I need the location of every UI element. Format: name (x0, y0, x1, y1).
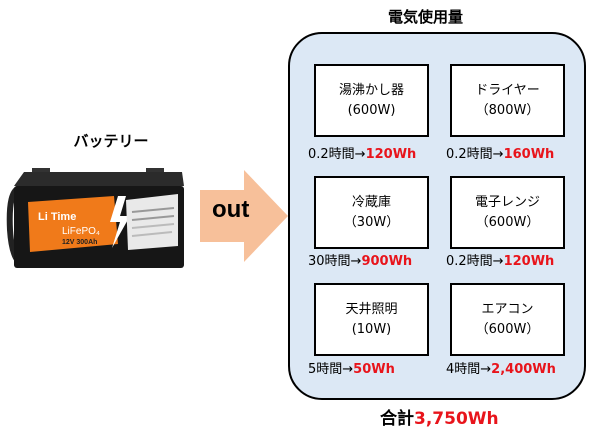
appliance-box: 電子レンジ （600W） (450, 176, 565, 249)
appliance-name: ドライヤー (475, 82, 540, 98)
appliance-box: 天井照明 (10W) (314, 283, 429, 356)
appliance-name: エアコン (481, 301, 534, 317)
appliance-box: 冷蔵庫 （30W） (314, 176, 429, 249)
out-arrow-icon (200, 170, 288, 262)
battery-chemistry: LiFePO₄ (62, 226, 100, 237)
out-label: out (212, 196, 250, 223)
appliance-watts: （600W） (475, 214, 540, 230)
usage-hours: 0.2時間→ (308, 147, 366, 162)
appliance-name: 冷蔵庫 (351, 194, 391, 210)
appliance-name: 電子レンジ (474, 194, 540, 210)
usage-energy: 50Wh (353, 362, 395, 377)
battery-label: バッテリー (73, 132, 149, 150)
usage-energy: 2,400Wh (491, 362, 556, 377)
usage-hours: 5時間→ (308, 362, 354, 377)
appliance-watts: (600W) (347, 102, 396, 118)
battery-spec: 12V 300Ah (62, 239, 97, 246)
appliance-watts: (10W) (351, 321, 392, 337)
battery-image: Li Time LiFePO₄ 12V 300Ah (6, 168, 184, 268)
total-label: 合計 (380, 409, 414, 429)
appliance-usage: 4時間→2,400Wh (446, 358, 556, 377)
appliance-box: 湯沸かし器 (600W) (314, 64, 429, 137)
usage-energy: 120Wh (365, 147, 417, 162)
panel-title: 電気使用量 (388, 8, 464, 26)
usage-hours: 4時間→ (446, 362, 492, 377)
appliance-usage: 0.2時間→120Wh (446, 250, 554, 269)
appliance-name: 天井照明 (345, 301, 398, 317)
battery-brand: Li Time (38, 211, 76, 223)
appliance-name: 湯沸かし器 (338, 82, 404, 98)
appliance-watts: （30W） (343, 214, 400, 230)
appliance-usage: 0.2時間→160Wh (446, 143, 554, 162)
appliance-usage: 0.2時間→120Wh (308, 143, 416, 162)
usage-energy: 160Wh (503, 147, 555, 162)
appliance-box: ドライヤー （800W） (450, 64, 565, 137)
usage-hours: 0.2時間→ (446, 147, 504, 162)
total-value: 3,750Wh (414, 409, 499, 429)
appliance-watts: （600W） (475, 321, 540, 337)
usage-energy: 900Wh (361, 254, 413, 269)
usage-hours: 0.2時間→ (446, 254, 504, 269)
usage-energy: 120Wh (503, 254, 555, 269)
appliance-watts: （800W） (475, 102, 540, 118)
total: 合計3,750Wh (380, 404, 499, 429)
appliance-box: エアコン （600W） (450, 283, 565, 356)
appliance-usage: 30時間→900Wh (308, 250, 412, 269)
appliance-usage: 5時間→50Wh (308, 358, 395, 377)
usage-hours: 30時間→ (308, 254, 362, 269)
